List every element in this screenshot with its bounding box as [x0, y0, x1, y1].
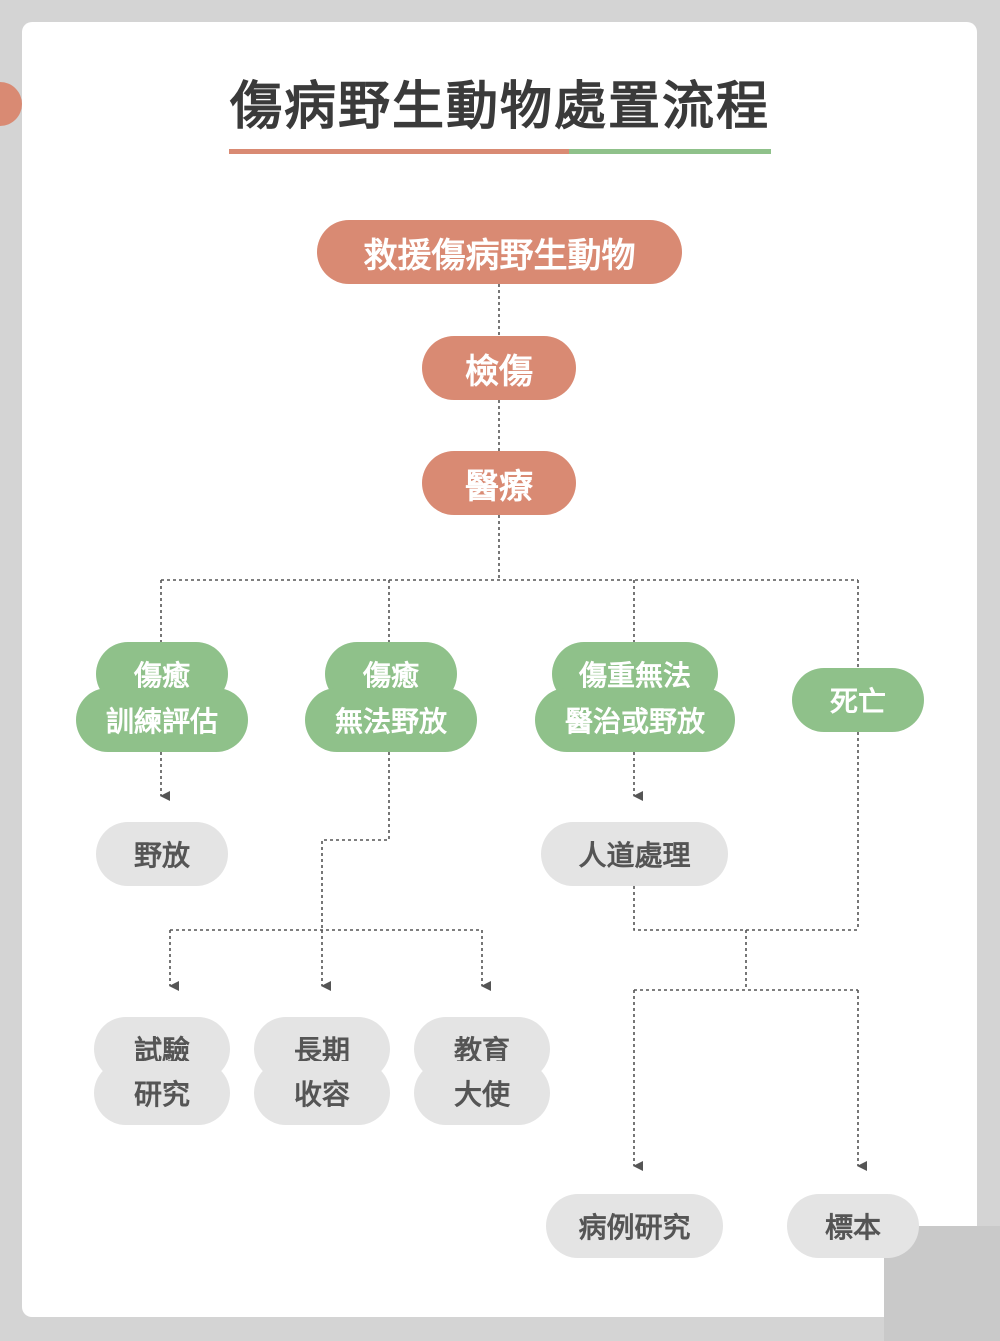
- node-sanctuary: 長期 收容: [254, 1017, 390, 1125]
- node-severe-line2: 醫治或野放: [535, 688, 735, 752]
- node-medical: 醫療: [422, 451, 576, 515]
- node-healed-training-line2: 訓練評估: [76, 688, 248, 752]
- node-death: 死亡: [792, 668, 924, 732]
- node-research-line2: 研究: [94, 1061, 230, 1125]
- connector-no-release-stair: [321, 752, 390, 930]
- node-education: 教育 大使: [414, 1017, 550, 1125]
- title-underline-green: [569, 149, 771, 154]
- node-case-study: 病例研究: [546, 1194, 723, 1258]
- node-healed-no-release: 傷癒 無法野放: [305, 642, 477, 752]
- node-inspect: 檢傷: [422, 336, 576, 400]
- diagram-title: 傷病野生動物處置流程: [229, 77, 770, 137]
- node-rescue: 救援傷病野生動物: [317, 220, 682, 284]
- node-release: 野放: [96, 822, 228, 886]
- connector-euthanasia-down: [633, 886, 858, 931]
- node-research: 試驗 研究: [94, 1017, 230, 1125]
- title-underline-orange: [229, 149, 569, 154]
- node-specimen: 標本: [787, 1194, 919, 1258]
- node-severe: 傷重無法 醫治或野放: [535, 642, 735, 752]
- node-healed-no-release-line2: 無法野放: [305, 688, 477, 752]
- node-healed-training: 傷癒 訓練評估: [76, 642, 248, 752]
- node-sanctuary-line2: 收容: [254, 1061, 390, 1125]
- node-education-line2: 大使: [414, 1061, 550, 1125]
- decorative-dot: [0, 82, 22, 126]
- node-euthanasia: 人道處理: [541, 822, 728, 886]
